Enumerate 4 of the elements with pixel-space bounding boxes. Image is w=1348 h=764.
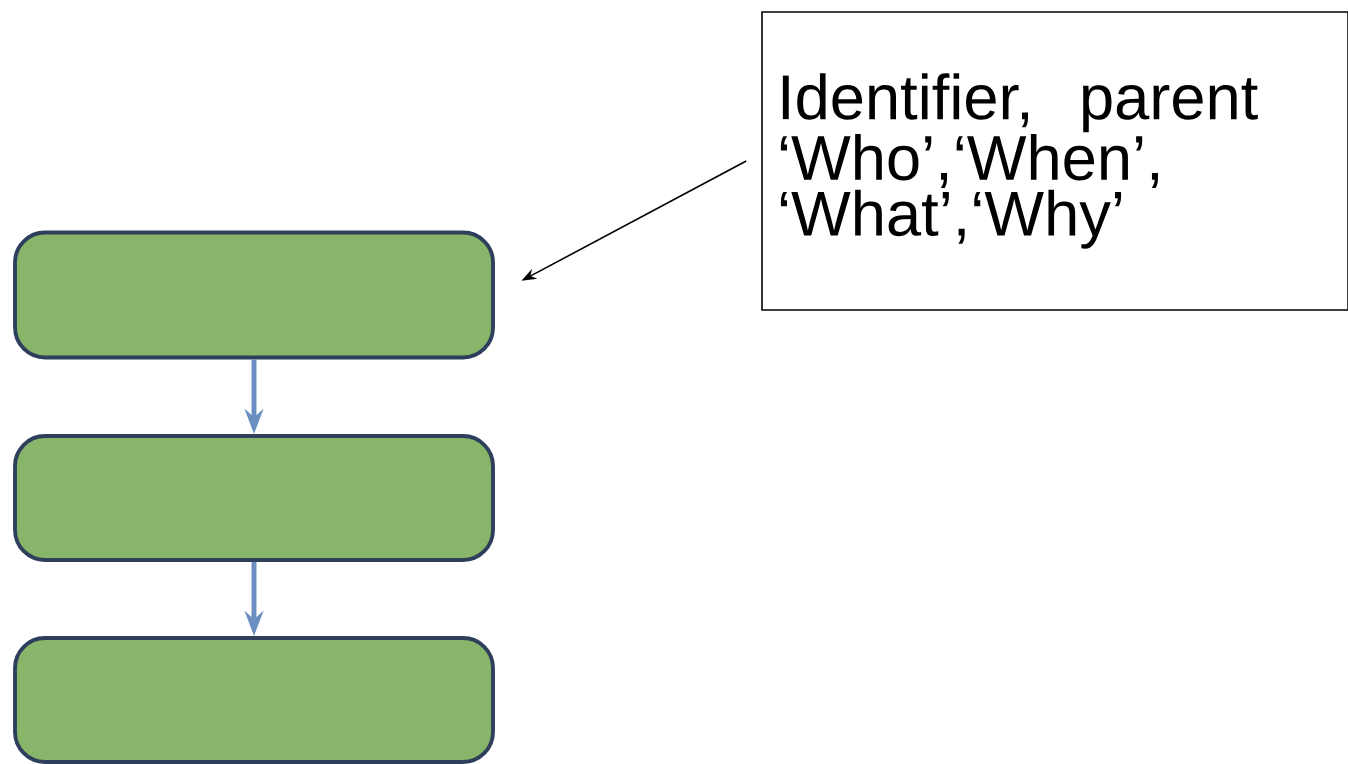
- callout-box: Identifier, parent ‘Who’,‘When’, ‘What’,‘Why’: [761, 11, 1348, 311]
- process-box: [13, 434, 495, 562]
- process-box: [13, 230, 495, 360]
- process-box: [13, 636, 495, 764]
